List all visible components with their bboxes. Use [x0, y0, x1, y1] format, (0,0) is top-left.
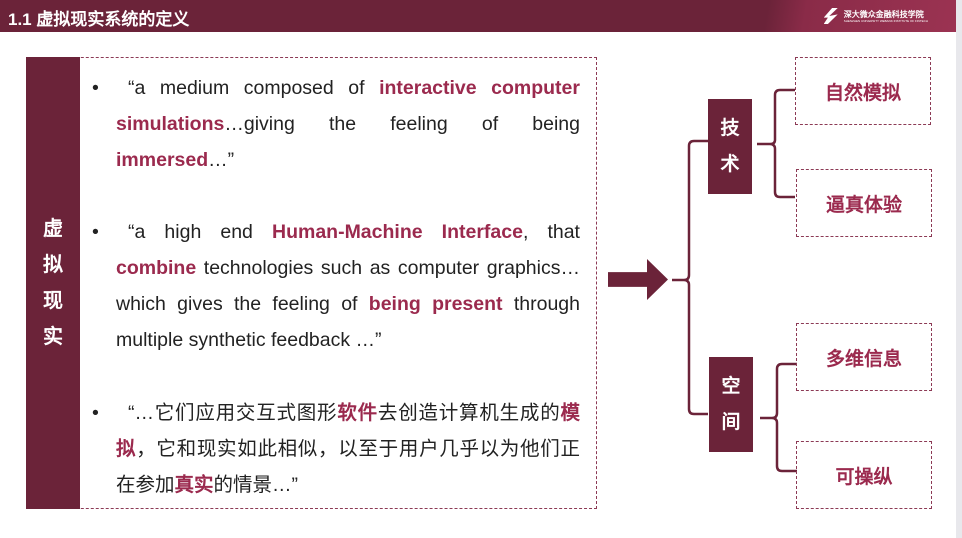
category-space: 空 间 — [709, 357, 753, 452]
category-char: 术 — [720, 153, 740, 175]
logo-subtext: SHENZHEN UNIVERSITY WEBANK INSTITUTE OF … — [843, 18, 928, 23]
feature-label: 逼真体验 — [825, 194, 902, 216]
text-segment: “…它们应用交互式图形 — [128, 402, 338, 424]
category-technology: 技 术 — [708, 99, 752, 194]
highlight-text: Human-Machine Interface — [271, 221, 523, 243]
feature-label: 自然模拟 — [824, 82, 901, 104]
text-segment: ，它和现实如此相似，以至于用户几乎以为他们正在参加 — [116, 438, 580, 496]
page-title: 1.1 虚拟现实系统的定义 — [8, 10, 190, 29]
category-char: 间 — [721, 411, 741, 433]
text-segment: technologies such as computer graphics… … — [116, 257, 580, 315]
bullet-dot: • — [92, 77, 99, 99]
text-segment: “a high end — [128, 221, 272, 243]
feature-box: 自然模拟 — [795, 57, 931, 125]
highlight-text: combine — [116, 257, 197, 279]
highlight-text: immersed — [116, 149, 209, 171]
feature-box: 逼真体验 — [796, 169, 932, 237]
highlight-text: interactive computer simulations — [116, 77, 580, 135]
side-char: 虚 — [43, 218, 63, 240]
bullet-dot: • — [92, 221, 99, 243]
text-segment: “a medium composed of — [128, 77, 380, 99]
bullet-text: “a medium composed of interactive comput… — [116, 70, 580, 178]
highlight-text: 真实 — [174, 474, 214, 496]
text-segment: , that — [522, 221, 580, 243]
text-segment: through multiple synthetic feedback …” — [116, 293, 580, 351]
side-char: 拟 — [43, 254, 63, 276]
category-char: 空 — [721, 375, 741, 397]
category-char: 技 — [720, 117, 740, 139]
text-segment: …giving the feeling of being — [224, 113, 580, 135]
feature-box: 多维信息 — [796, 323, 932, 391]
feature-box: 可操纵 — [796, 441, 932, 509]
side-char: 现 — [43, 290, 63, 312]
bullet-dot: • — [92, 402, 99, 424]
feature-label: 多维信息 — [825, 348, 902, 370]
side-char: 实 — [43, 326, 63, 348]
text-segment: 的情景…” — [213, 474, 299, 496]
bullet-item: • “…它们应用交互式图形软件去创造计算机生成的模拟，它和现实如此相似，以至于用户… — [92, 395, 580, 503]
feature-label: 可操纵 — [835, 466, 893, 488]
scrollbar[interactable] — [956, 0, 962, 538]
side-label: 虚 拟 现 实 — [26, 57, 80, 509]
bullet-item: • “a medium composed of interactive compu… — [92, 70, 580, 178]
highlight-text: 软件 — [337, 402, 378, 424]
logo-text: 深大微众金融科技学院 — [843, 9, 924, 19]
text-segment: 去创造计算机生成的 — [377, 402, 561, 424]
bullet-item: • “a high end Human-Machine Interface, th… — [92, 214, 580, 358]
highlight-text: being present — [368, 293, 503, 315]
bullet-text: “…它们应用交互式图形软件去创造计算机生成的模拟，它和现实如此相似，以至于用户几… — [116, 395, 580, 503]
text-segment: …” — [208, 149, 235, 171]
bullet-text: “a high end Human-Machine Interface, tha… — [116, 214, 580, 358]
highlight-text: 模拟 — [116, 402, 580, 460]
